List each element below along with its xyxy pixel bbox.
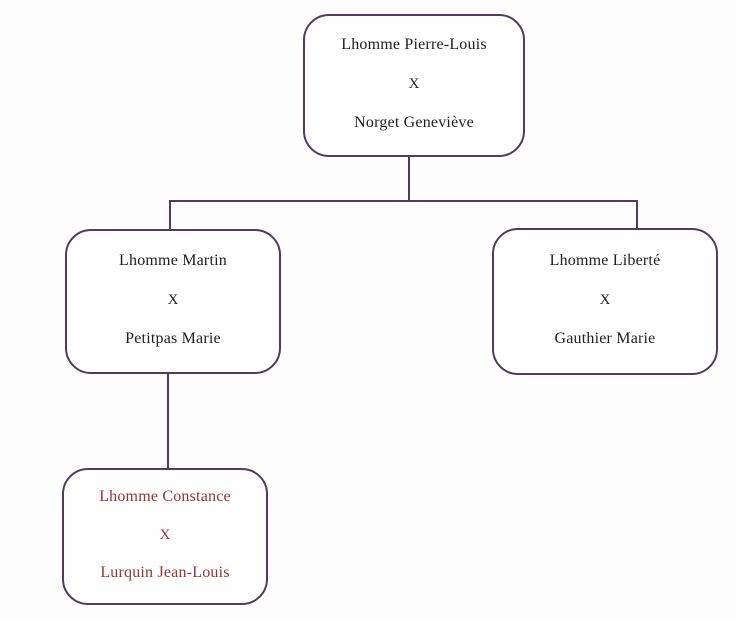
wife-name: Petitpas Marie: [125, 329, 221, 347]
node-lhomme-pierre-louis[interactable]: Lhomme Pierre-Louis X Norget Geneviève: [303, 14, 525, 157]
node-lhomme-constance[interactable]: Lhomme Constance X Lurquin Jean-Louis: [62, 468, 268, 605]
connector-martin-to-constance: [167, 373, 169, 470]
husband-name: Lhomme Liberté: [549, 251, 661, 269]
union-mark: X: [408, 75, 420, 92]
husband-name: Lhomme Pierre-Louis: [341, 35, 487, 53]
union-mark: X: [599, 291, 611, 308]
husband-name: Lurquin Jean-Louis: [100, 563, 230, 581]
connector-parent-drop: [408, 157, 410, 202]
union-mark: X: [167, 291, 179, 308]
union-mark: X: [159, 526, 171, 543]
connector-right-child-drop: [636, 200, 638, 230]
wife-name: Lhomme Constance: [99, 487, 231, 505]
wife-name: Gauthier Marie: [554, 329, 656, 347]
node-lhomme-liberte[interactable]: Lhomme Liberté X Gauthier Marie: [492, 228, 718, 375]
node-lhomme-martin[interactable]: Lhomme Martin X Petitpas Marie: [65, 229, 281, 374]
wife-name: Norget Geneviève: [354, 113, 474, 131]
connector-left-child-drop: [169, 200, 171, 231]
connector-sibling-rail: [169, 200, 638, 202]
husband-name: Lhomme Martin: [119, 251, 227, 269]
